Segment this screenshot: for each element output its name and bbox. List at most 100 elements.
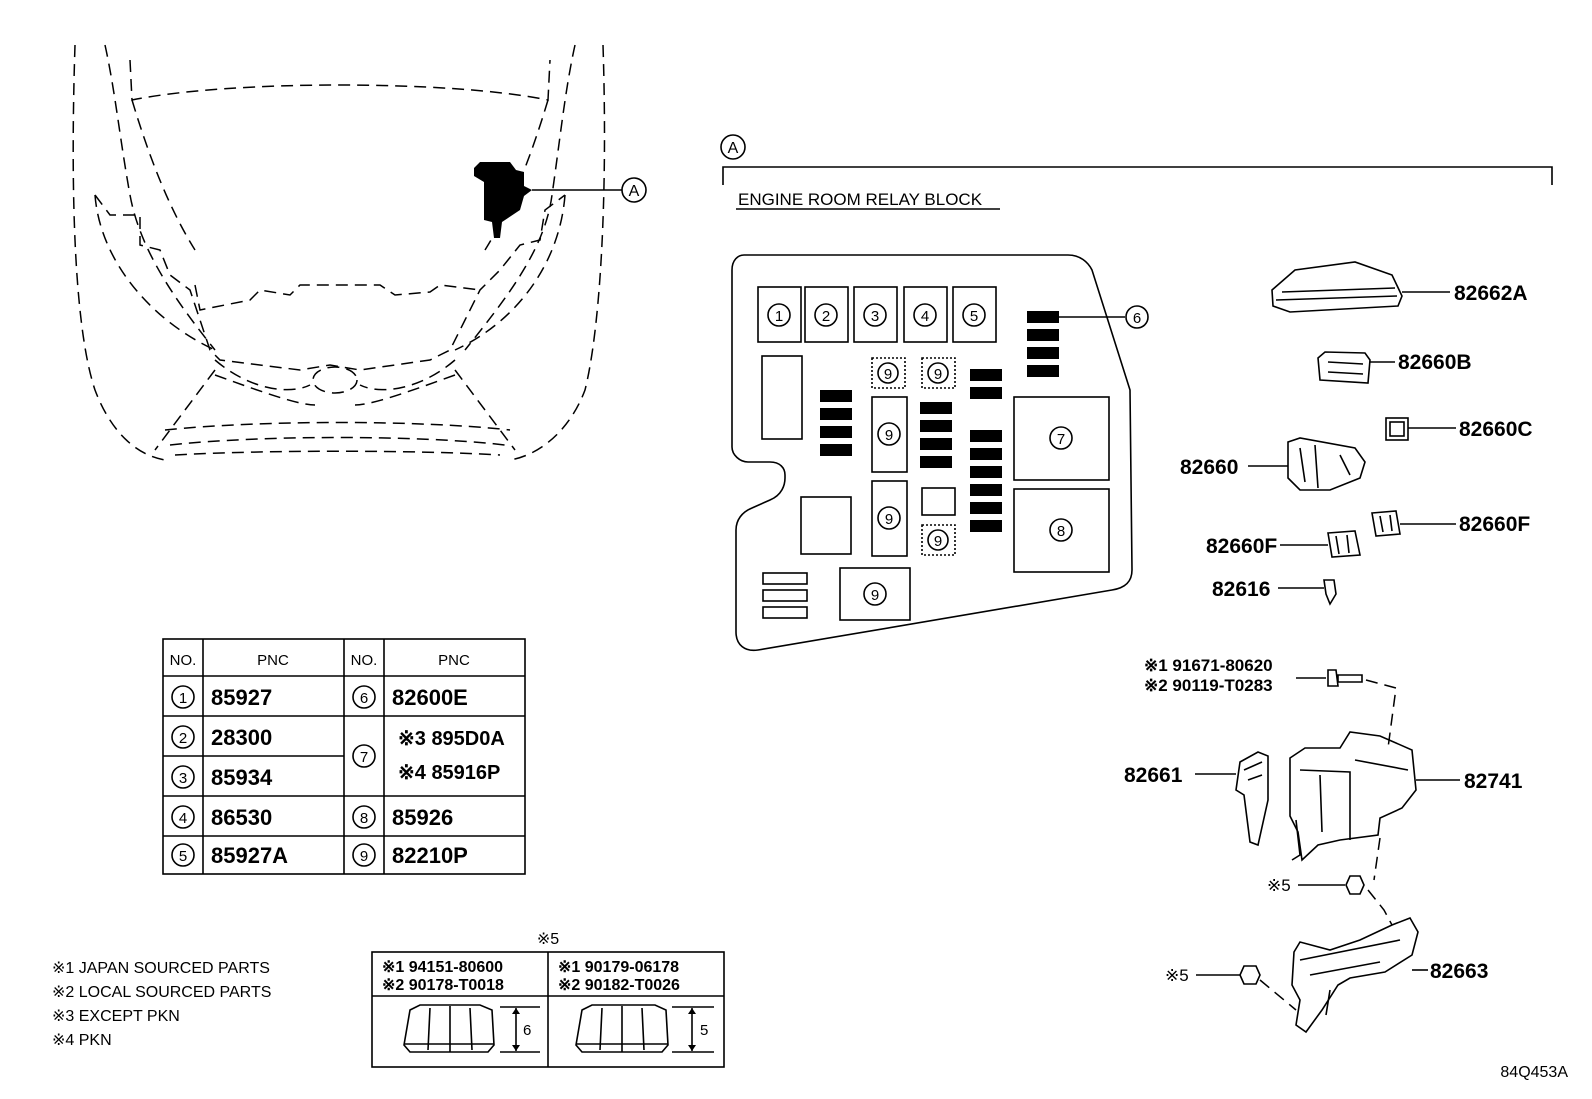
- nut-right-icon: [575, 1004, 714, 1053]
- table-header-pnc-left: PNC: [257, 652, 289, 669]
- svg-text:※4 85916P: ※4 85916P: [398, 762, 500, 784]
- footnotes: ※1 JAPAN SOURCED PARTS ※2 LOCAL SOURCED …: [52, 960, 271, 1049]
- svg-text:1: 1: [775, 308, 783, 325]
- part-label-bolt-2: ※2 90119-T0283: [1144, 676, 1273, 695]
- svg-text:9: 9: [934, 366, 942, 383]
- table-row: 2 28300: [171, 725, 272, 750]
- svg-text:7: 7: [1057, 431, 1065, 448]
- block-position-6: 6: [1125, 305, 1149, 329]
- table-header-no-left: NO.: [170, 652, 197, 669]
- part-82663-lower-bracket: [1291, 917, 1428, 1034]
- svg-text:2: 2: [822, 308, 830, 325]
- svg-text:9: 9: [934, 533, 942, 550]
- svg-text:82210P: 82210P: [392, 843, 468, 868]
- table-row: 1 85927: [171, 685, 272, 710]
- part-label-82660B: 82660B: [1398, 351, 1472, 374]
- part-label-82660: 82660: [1180, 456, 1238, 479]
- svg-text:85926: 85926: [392, 805, 453, 830]
- part-82660F-right: [1371, 510, 1456, 537]
- nut-left-code-2: ※2 90178-T0018: [382, 977, 504, 994]
- table-header-no-right: NO.: [351, 652, 378, 669]
- part-label-82661: 82661: [1124, 764, 1183, 787]
- relay-block-location-marker: [474, 162, 532, 238]
- svg-text:3: 3: [871, 308, 879, 325]
- svg-text:4: 4: [921, 308, 929, 325]
- svg-text:1: 1: [179, 690, 187, 707]
- nut-left-dimension: 6: [523, 1022, 531, 1039]
- footnote-1: ※1 JAPAN SOURCED PARTS: [52, 960, 270, 977]
- part-bolt: [1296, 669, 1363, 687]
- nut-table-title: ※5: [537, 931, 559, 948]
- part-82660F-left: [1280, 530, 1361, 558]
- svg-text:6: 6: [1133, 310, 1141, 327]
- svg-text:8: 8: [360, 810, 368, 827]
- svg-text:9: 9: [884, 366, 892, 383]
- part-82662A-cover: [1271, 261, 1450, 313]
- part-82741-box: [1289, 731, 1460, 862]
- relay-block-layout: 1 2 3 4 5 6 9 9 9 9: [731, 254, 1149, 652]
- nut-icon-1: [1345, 875, 1365, 895]
- part-82660-holder: [1248, 437, 1366, 491]
- svg-text:9: 9: [885, 427, 893, 444]
- block-position-3: 3: [863, 303, 887, 327]
- nut-right-dimension: 5: [700, 1022, 708, 1039]
- table-row: 7 ※3 895D0A ※4 85916P: [352, 728, 505, 784]
- block-position-9a: 9: [877, 362, 899, 384]
- nut-right-code-2: ※2 90182-T0026: [558, 977, 680, 994]
- table-row: 8 85926: [352, 805, 453, 830]
- footnote-4: ※4 PKN: [52, 1032, 112, 1049]
- svg-text:5: 5: [179, 848, 187, 865]
- svg-text:3: 3: [179, 770, 187, 787]
- table-row: 4 86530: [171, 805, 272, 830]
- svg-text:4: 4: [179, 810, 187, 827]
- svg-text:8: 8: [1057, 523, 1065, 540]
- callout-letter-a: A: [629, 183, 640, 200]
- vehicle-top-view: [72, 44, 606, 461]
- table-header-pnc-right: PNC: [438, 652, 470, 669]
- table-row: 9 82210P: [352, 843, 468, 868]
- svg-text:9: 9: [360, 848, 368, 865]
- block-position-7: 7: [1049, 426, 1073, 450]
- svg-text:86530: 86530: [211, 805, 272, 830]
- svg-text:85927A: 85927A: [211, 843, 288, 868]
- part-82616-pin: [1278, 579, 1337, 606]
- part-label-82660F-left: 82660F: [1206, 535, 1277, 558]
- nut-left-code-1: ※1 94151-80600: [382, 959, 503, 976]
- block-position-9f: 9: [863, 582, 887, 606]
- block-position-9d: 9: [877, 506, 901, 530]
- nut-icon-2: [1239, 965, 1261, 985]
- svg-text:82600E: 82600E: [392, 685, 468, 710]
- nut-left-icon: [403, 1004, 540, 1053]
- block-position-8: 8: [1049, 518, 1073, 542]
- illustration-code: 84Q453A: [1500, 1064, 1568, 1081]
- svg-text:2: 2: [179, 730, 187, 747]
- svg-text:7: 7: [360, 749, 368, 766]
- block-position-4: 4: [913, 303, 937, 327]
- part-label-82663: 82663: [1430, 960, 1488, 983]
- nut-table: ※5 ※1 94151-80600 ※2 90178-T0018 ※1 9017…: [371, 931, 725, 1068]
- part-label-82660F-right: 82660F: [1459, 513, 1530, 536]
- svg-text:※3 895D0A: ※3 895D0A: [398, 728, 505, 750]
- svg-text:5: 5: [970, 308, 978, 325]
- svg-text:9: 9: [885, 511, 893, 528]
- part-label-82741: 82741: [1464, 770, 1523, 793]
- block-position-9b: 9: [927, 362, 949, 384]
- part-label-82616: 82616: [1212, 578, 1270, 601]
- svg-text:6: 6: [360, 690, 368, 707]
- block-position-1: 1: [767, 303, 791, 327]
- footnote-3: ※3 EXCEPT PKN: [52, 1008, 180, 1025]
- block-position-5: 5: [962, 303, 986, 327]
- part-82661-bracket: [1195, 751, 1269, 847]
- table-row: 5 85927A: [171, 843, 288, 868]
- section-title: ENGINE ROOM RELAY BLOCK: [738, 190, 983, 209]
- nut-ref-label-2: ※5: [1165, 966, 1189, 985]
- table-row: 3 85934: [171, 765, 273, 790]
- part-label-bolt-1: ※1 91671-80620: [1144, 656, 1273, 675]
- section-letter-a: A: [728, 140, 739, 157]
- block-position-9e: 9: [927, 529, 949, 551]
- block-position-9c: 9: [877, 422, 901, 446]
- svg-text:85934: 85934: [211, 765, 273, 790]
- part-82660B-relay: [1317, 351, 1395, 384]
- nut-ref-label-1: ※5: [1267, 876, 1291, 895]
